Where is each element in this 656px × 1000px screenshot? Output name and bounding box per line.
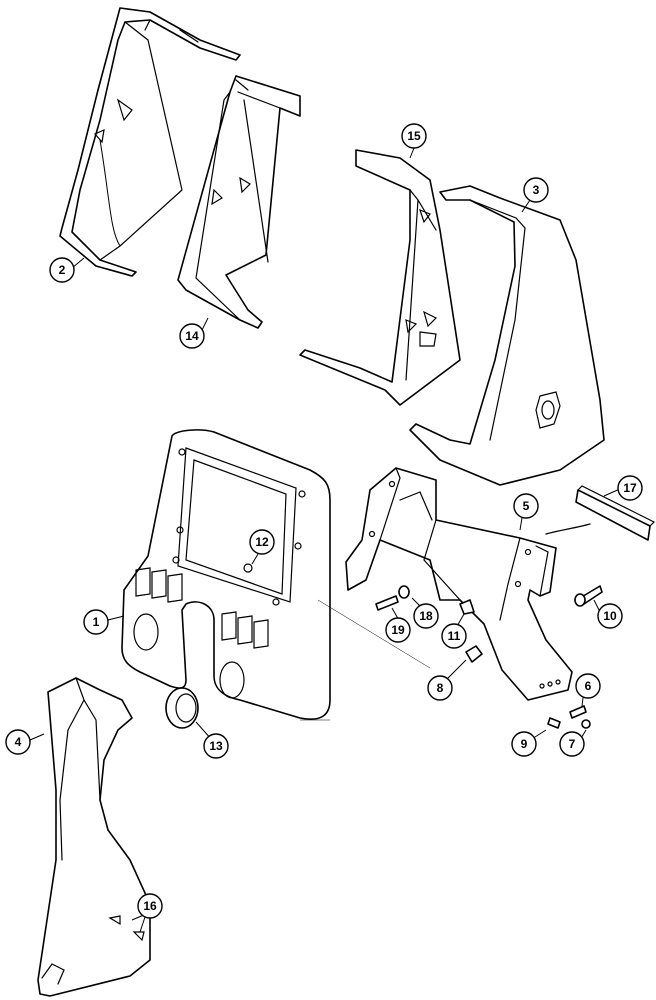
part-19-bolt [375,595,399,611]
callout-3: 3 [523,177,549,203]
part-9-screw [547,717,561,729]
callout-11: 11 [441,623,467,649]
part-7-nut [581,719,591,729]
callout-5-label: 5 [523,499,530,513]
part-3-outer-shroud [409,185,605,486]
part-11-clip [459,599,475,615]
callout-7: 7 [559,731,585,757]
callout-14-label: 14 [185,329,199,343]
callout-9-label: 9 [521,737,528,751]
part-8-plate [465,645,483,663]
callout-4-label: 4 [15,735,22,749]
callout-15-label: 15 [407,129,421,143]
callout-5: 5 [513,493,539,519]
callout-3-label: 3 [533,183,540,197]
callout-12-label: 12 [255,535,269,549]
callout-15: 15 [401,123,427,149]
callout-2-label: 2 [59,263,66,277]
part-13-knob [165,687,199,729]
callout-1-label: 1 [93,615,100,629]
callout-6-label: 6 [585,679,592,693]
callout-13-label: 13 [209,739,223,753]
part-2-left-cover [59,7,241,277]
callout-19: 19 [385,617,411,643]
callout-19-label: 19 [391,623,405,637]
part-18-washer [398,585,410,599]
part-4-column-cover [37,677,151,997]
callout-1: 1 [83,609,109,635]
callout-6: 6 [575,673,601,699]
callout-10-label: 10 [603,609,617,623]
callout-16-label: 16 [143,899,157,913]
callout-18-label: 18 [419,609,433,623]
hardware-items [375,585,603,729]
callout-18: 18 [413,603,439,629]
callout-8-label: 8 [437,681,444,695]
callout-13: 13 [203,733,229,759]
part-15-side-panel [299,149,461,406]
callout-16: 16 [137,893,163,919]
callout-7-label: 7 [569,737,576,751]
part-6-screw [569,705,587,719]
part-14-trim-panel [177,75,301,329]
callout-2: 2 [49,257,75,283]
callout-9: 9 [511,731,537,757]
part-5-bracket [345,467,573,701]
callout-12: 12 [249,529,275,555]
callout-14: 14 [179,323,205,349]
callout-11-label: 11 [448,629,461,643]
callout-17-label: 17 [623,481,637,495]
callout-4: 4 [5,729,31,755]
part-17-strip [545,485,656,541]
part-1-instrument-panel [121,429,331,720]
callout-17: 17 [617,475,643,501]
callout-10: 10 [597,603,623,629]
callout-8: 8 [427,675,453,701]
